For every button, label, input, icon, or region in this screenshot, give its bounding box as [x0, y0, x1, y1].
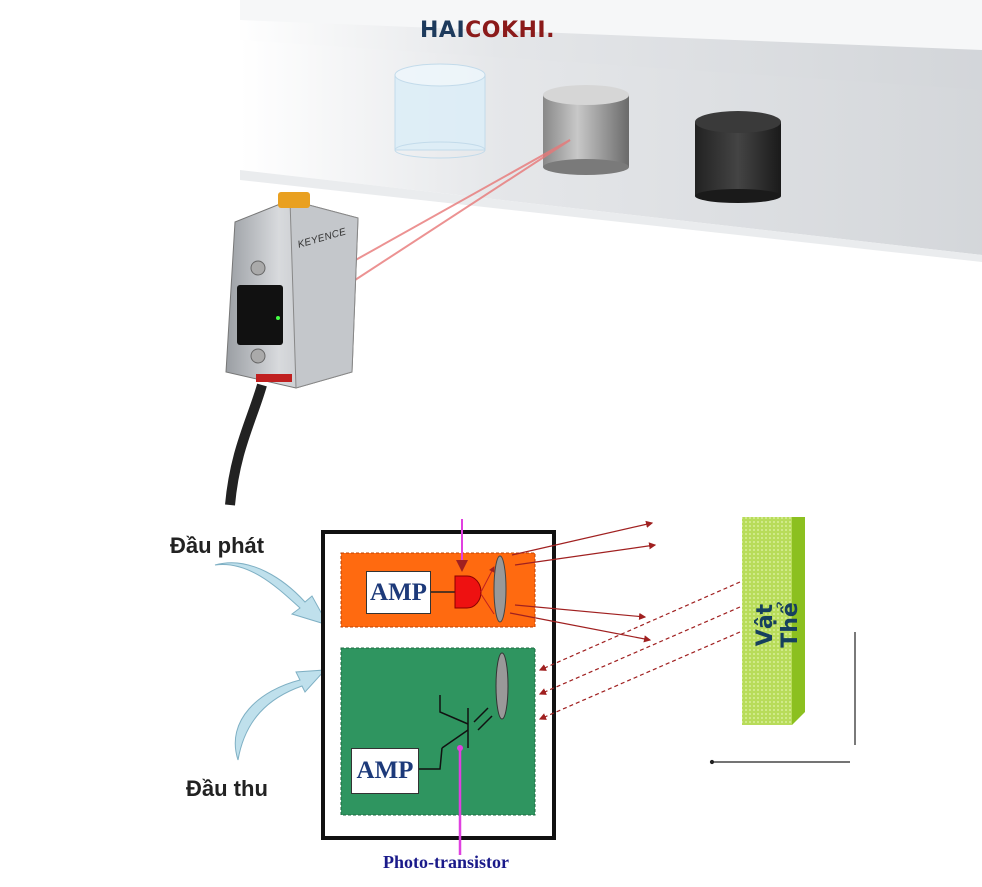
- emitted-rays: [509, 520, 657, 643]
- haicokhi-logo: HAICOKHI.: [420, 18, 555, 43]
- amp-emitter: AMP: [366, 571, 431, 614]
- emitter-lens: [493, 555, 507, 623]
- laser-beams: [351, 139, 571, 283]
- logo-part2: COKHI.: [465, 18, 555, 43]
- reflected-rays: [538, 581, 741, 720]
- led-icon: [454, 575, 482, 609]
- emitter-pointer-arrow: [214, 562, 330, 626]
- metal-cylinder: [543, 85, 629, 175]
- amp-receiver: AMP: [351, 748, 419, 794]
- phototransistor-icon: [418, 695, 493, 770]
- receiver-label: Đầu thu: [186, 776, 268, 801]
- logo-part1: HAI: [420, 18, 466, 43]
- object-label: Vật Thể: [753, 602, 803, 648]
- phototransistor-label: Photo-transistor: [383, 852, 509, 872]
- distance-axes: [709, 632, 856, 765]
- black-cylinder: [695, 111, 781, 203]
- receiver-pointer-arrow: [234, 669, 327, 761]
- sensor-body: [225, 192, 359, 389]
- glass-cylinder: [394, 63, 486, 159]
- target-object: [742, 517, 805, 725]
- sensor-cable: [225, 383, 267, 506]
- receiver-lens: [495, 652, 509, 720]
- emitter-label: Đầu phát: [170, 533, 265, 558]
